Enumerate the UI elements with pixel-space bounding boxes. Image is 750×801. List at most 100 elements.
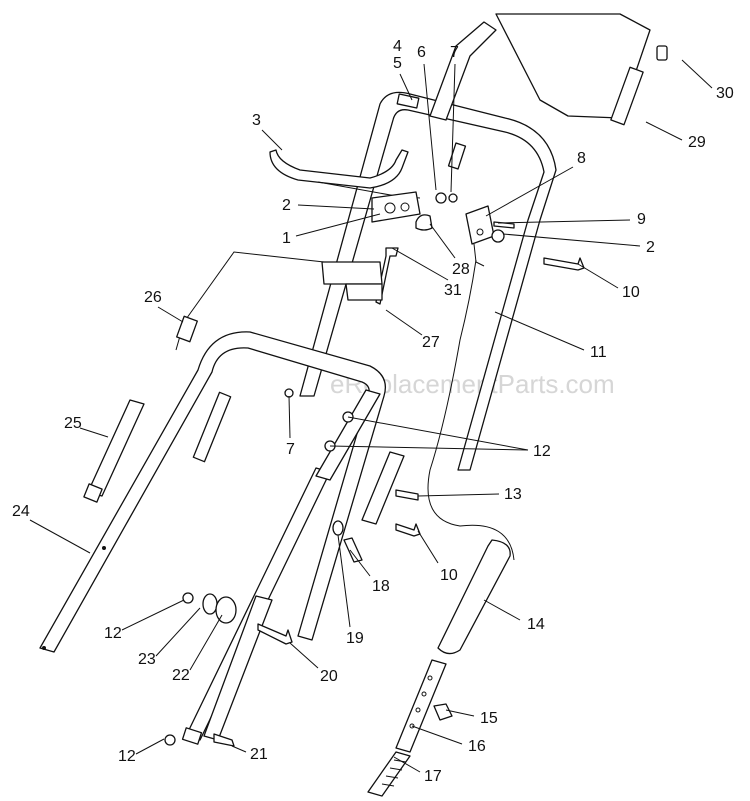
callout-c21: 21 [250, 746, 268, 763]
part-13-bolt [395, 489, 419, 501]
leader-c12d [135, 738, 165, 755]
leader-c8 [485, 166, 574, 217]
callout-c10a: 10 [622, 284, 640, 301]
part-12-nut-d [164, 734, 176, 746]
tube-foot [181, 727, 203, 745]
leader-c3 [261, 129, 283, 151]
callout-c18: 18 [372, 578, 390, 595]
callout-c25: 25 [64, 415, 82, 432]
leader-c12b [329, 445, 529, 451]
callout-c23: 23 [138, 651, 156, 668]
callout-c6: 6 [417, 44, 426, 61]
leader-c27 [385, 309, 423, 336]
callout-c16: 16 [468, 738, 486, 755]
callout-c30: 30 [716, 85, 734, 102]
callout-c2b: 2 [646, 239, 655, 256]
tube-hole-1 [102, 546, 106, 550]
part-24-lower-tube [39, 331, 387, 653]
leader-c13 [417, 493, 500, 497]
callout-c14: 14 [527, 616, 545, 633]
leader-c17 [393, 756, 421, 773]
lower-right-side [203, 595, 273, 741]
part-3-bail [269, 149, 409, 189]
part-26-cap [176, 315, 198, 343]
part-23-washer [202, 593, 218, 615]
part-7-nut [448, 193, 458, 203]
leader-c2a [297, 204, 375, 210]
leader-c29 [645, 121, 683, 141]
leader-c19 [337, 534, 351, 628]
callout-c8: 8 [577, 150, 586, 167]
part-14-grip [437, 539, 511, 655]
leader-c30 [681, 59, 713, 89]
callout-c13: 13 [504, 486, 522, 503]
part-24-inner [192, 391, 232, 463]
leader-c23 [155, 607, 201, 657]
callout-c9: 9 [637, 211, 646, 228]
part-19-washer [332, 520, 344, 536]
leader-c26 [157, 306, 184, 323]
callout-c26: 26 [144, 289, 162, 306]
right-lower-tube [361, 451, 405, 525]
leader-c10b [417, 530, 439, 564]
leader-c24 [29, 519, 91, 554]
callout-c10b: 10 [440, 567, 458, 584]
handle-sleeve [396, 93, 420, 109]
part-17-spring [367, 751, 411, 797]
leader-c20 [289, 642, 319, 669]
part-27-block [321, 261, 383, 301]
part-18-clip [343, 537, 363, 563]
callout-c20: 20 [320, 668, 338, 685]
callout-c17: 17 [424, 768, 442, 785]
part-10-bolt-lower [395, 523, 421, 537]
callout-c2a: 2 [282, 197, 291, 214]
callout-c27: 27 [422, 334, 440, 351]
callout-c7a: 7 [450, 44, 459, 61]
callout-c5: 5 [393, 55, 402, 72]
part-8-lever [465, 205, 495, 267]
leader-c25 [79, 427, 109, 438]
tube-hole-2 [42, 646, 46, 650]
part-15-clip [433, 703, 453, 721]
leader-c31 [391, 247, 449, 281]
callout-c11: 11 [590, 344, 607, 361]
leader-c1 [295, 213, 381, 237]
handle-top-bar [429, 21, 497, 121]
callout-c7b: 7 [286, 441, 295, 458]
callout-c28: 28 [452, 261, 470, 278]
leader-c9 [497, 219, 631, 224]
part-2-washer-right [491, 229, 505, 243]
callout-c4: 4 [393, 38, 402, 55]
leader-c6 [423, 63, 437, 191]
leader-c14 [483, 599, 521, 621]
leader-c18 [349, 549, 371, 577]
callout-c31: 31 [444, 282, 462, 299]
callout-c15: 15 [480, 710, 498, 727]
leader-c22 [189, 614, 223, 671]
callout-c19: 19 [346, 630, 364, 647]
part-1-bracket [371, 191, 421, 223]
callout-c24: 24 [12, 503, 30, 520]
part-20-bolt [257, 623, 293, 645]
part-7-nut-lower [284, 388, 294, 398]
leader-c7a [450, 63, 456, 193]
callout-c1: 1 [282, 230, 291, 247]
leader-c7b [288, 395, 291, 439]
part-30-cylinder [610, 45, 668, 126]
leader-c15 [445, 709, 475, 717]
callout-c12c: 12 [104, 625, 122, 642]
leader-c12a [347, 416, 529, 451]
part-22-spacer [215, 596, 237, 624]
leader-c28 [429, 223, 456, 259]
part-25-end [83, 483, 103, 503]
callout-c12d: 12 [118, 748, 136, 765]
part-12-nut-c [182, 592, 194, 604]
part-6-washer [435, 192, 447, 204]
leader-c21 [231, 745, 247, 753]
leader-c2b [502, 233, 641, 247]
leader-c10a [577, 263, 619, 289]
callout-c12a: 12 [533, 443, 551, 460]
control-cable [427, 259, 515, 561]
